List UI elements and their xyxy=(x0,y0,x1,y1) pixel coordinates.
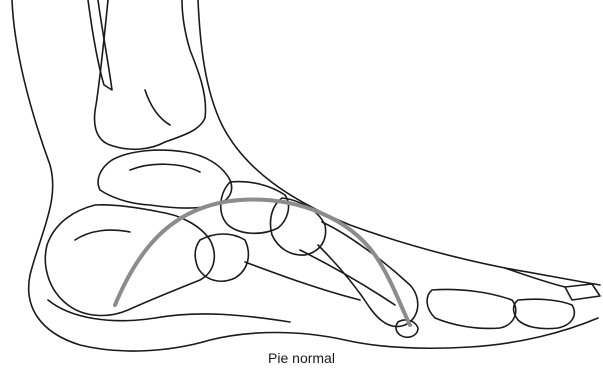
outer-metatarsal xyxy=(245,262,360,300)
calcaneus-detail xyxy=(75,230,130,240)
skin-outline xyxy=(12,0,600,351)
leg-front-contour xyxy=(198,0,600,285)
proximal-phalanx xyxy=(427,289,516,328)
sole-inner-contour xyxy=(48,300,290,322)
talus-detail xyxy=(130,164,200,172)
tibia-detail xyxy=(145,90,170,125)
metatarsals xyxy=(245,222,418,326)
distal-phalanx xyxy=(514,299,575,328)
cuboid xyxy=(195,234,248,281)
toe-nail xyxy=(565,284,600,300)
leg-bones xyxy=(88,0,206,149)
diagram-caption: Pie normal xyxy=(0,350,603,366)
calcaneus xyxy=(45,205,214,316)
arch-curve xyxy=(115,200,410,325)
talus xyxy=(98,150,232,208)
tibia xyxy=(95,0,206,149)
phalanges xyxy=(427,289,574,328)
